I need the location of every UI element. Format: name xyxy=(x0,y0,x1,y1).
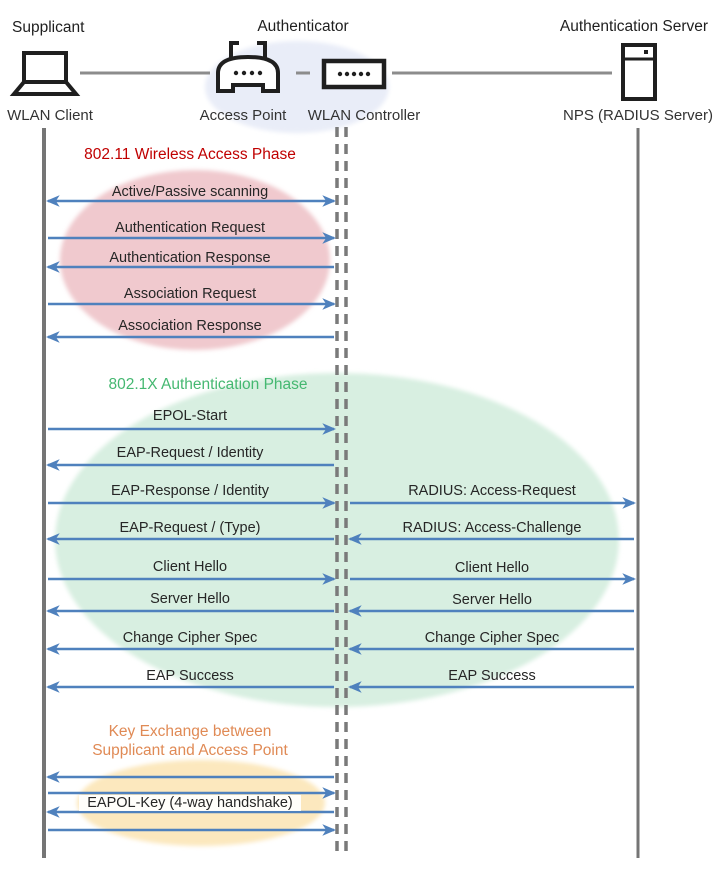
node-icons xyxy=(9,41,657,101)
phase-title-8021x: 802.1X Authentication Phase xyxy=(108,376,308,393)
node-label-wlan-controller: WLAN Controller xyxy=(307,107,421,124)
wireless-access-point-icon xyxy=(216,41,280,93)
message-label: Association Request xyxy=(123,286,257,302)
phase-title-key-exchange: Key Exchange between Supplicant and Acce… xyxy=(50,722,330,760)
message-label: Active/Passive scanning xyxy=(111,184,269,200)
wlan-controller-icon xyxy=(321,58,387,90)
message-arrows xyxy=(45,195,637,836)
phase-title-80211: 802.11 Wireless Access Phase xyxy=(84,146,296,163)
message-label: Change Cipher Spec xyxy=(424,630,560,646)
server-icon xyxy=(621,43,657,101)
message-label: EAP Success xyxy=(146,668,234,684)
phase-title-key-exchange-line2: Supplicant and Access Point xyxy=(92,742,288,759)
message-label: EAP-Request / (Type) xyxy=(119,520,261,536)
message-label: EAP-Response / Identity xyxy=(111,483,269,499)
message-label: RADIUS: Access-Request xyxy=(408,483,576,499)
laptop-icon xyxy=(9,51,81,96)
role-authentication-server: Authentication Server xyxy=(559,18,709,35)
phase-title-key-exchange-line1: Key Exchange between xyxy=(108,723,272,740)
role-supplicant: Supplicant xyxy=(12,19,85,36)
lifelines xyxy=(42,127,640,858)
message-label: Server Hello xyxy=(452,592,532,608)
message-label: Authentication Request xyxy=(115,220,265,236)
node-label-access-point: Access Point xyxy=(199,107,287,124)
message-label-eapol-key-text: EAPOL-Key (4-way handshake) xyxy=(79,795,301,811)
role-authenticator: Authenticator xyxy=(257,18,349,35)
message-label: Client Hello xyxy=(454,560,530,576)
node-label-wlan-client: WLAN Client xyxy=(7,107,93,124)
message-label: Authentication Response xyxy=(109,250,271,266)
message-label-eapol-key: EAPOL-Key (4-way handshake) xyxy=(50,794,330,812)
message-label: Server Hello xyxy=(150,591,230,607)
message-label: Association Response xyxy=(118,318,262,334)
message-label: Client Hello xyxy=(152,559,228,575)
message-label: EAP-Request / Identity xyxy=(116,445,264,461)
message-label: EPOL-Start xyxy=(152,408,228,424)
node-label-nps: NPS (RADIUS Server) xyxy=(562,107,713,124)
message-label: RADIUS: Access-Challenge xyxy=(402,520,582,536)
message-label: EAP Success xyxy=(448,668,536,684)
message-label: Change Cipher Spec xyxy=(122,630,258,646)
